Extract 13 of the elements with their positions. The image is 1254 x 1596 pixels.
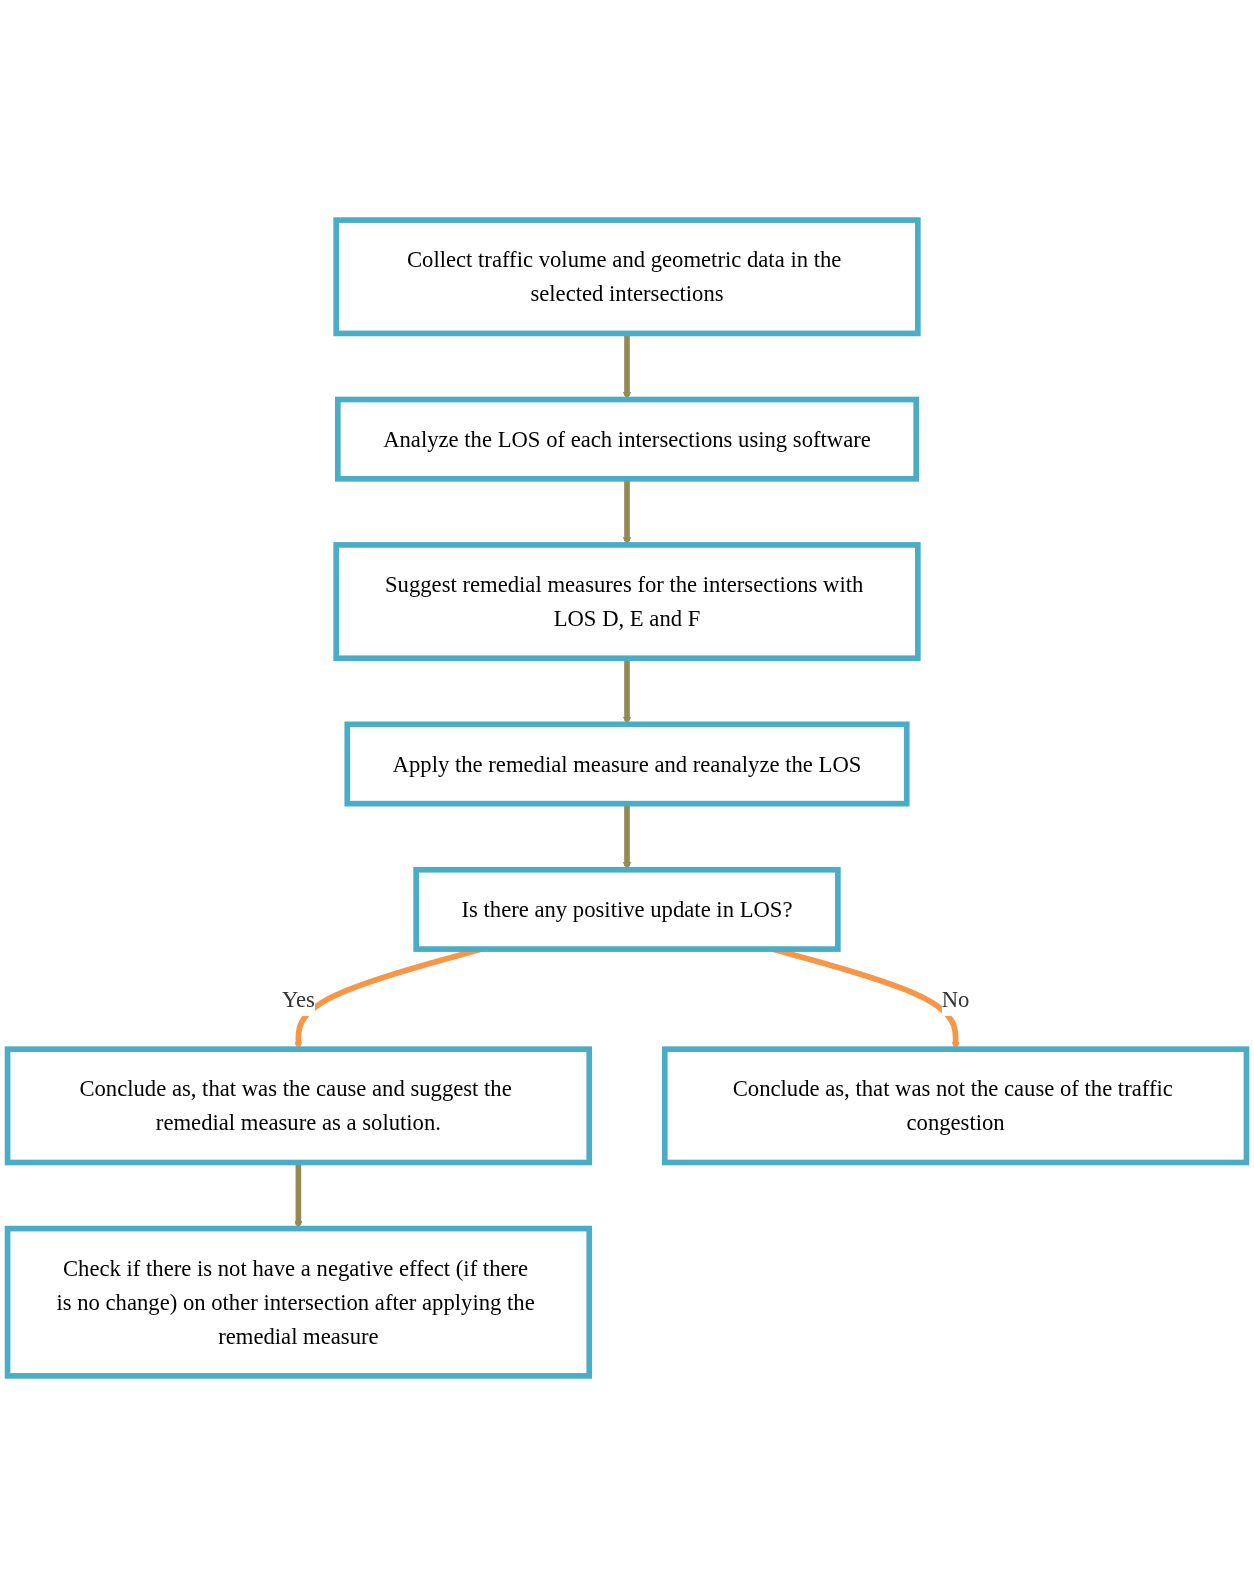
node-box: Check if there is not have a negative effect (if there is no change) on other intersection after applying the remedial measure [4, 1225, 593, 1379]
node-box: Collect traffic volume and geometric data in the selected intersections [333, 217, 921, 337]
node-box: Apply the remedial measure and reanalyze the LOS [344, 721, 910, 807]
node-box: Analyze the LOS of each intersections using software [334, 396, 920, 482]
arrow [622, 333, 632, 400]
node-box: Suggest remedial measures for the intersections with LOS D, E and F [333, 542, 921, 662]
node-box: Conclude as, that was not the cause of the traffic congestion [661, 1046, 1250, 1166]
edge-label: Yes [281, 986, 315, 1012]
edge-label: No [941, 986, 970, 1012]
arrow [294, 1162, 303, 1229]
node-box: Is there any positive update in LOS? [413, 866, 841, 952]
arrow [622, 658, 632, 725]
node-box: Conclude as, that was the cause and suggest the remedial measure as a solution. [4, 1046, 593, 1166]
